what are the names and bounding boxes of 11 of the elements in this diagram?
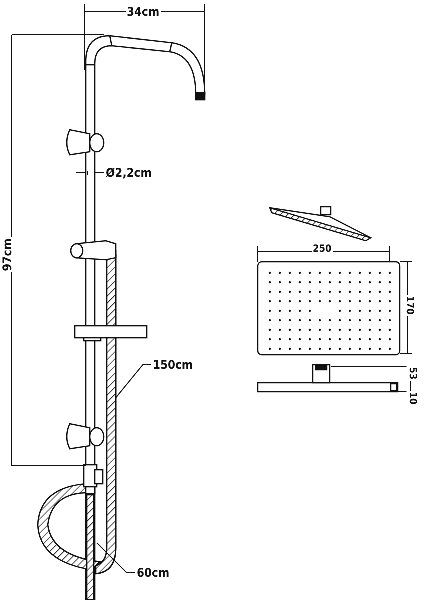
- measurement-label: 60cm: [136, 566, 171, 580]
- dimension-label: 97cm: [0, 238, 14, 272]
- dimension-label: 250: [312, 244, 333, 255]
- leader-line: [116, 364, 152, 398]
- measurement-label: 150cm: [152, 358, 194, 372]
- dimension-label: 53: [406, 366, 418, 381]
- dimension-label: 10: [406, 391, 418, 406]
- dimension-label: 170: [404, 295, 415, 316]
- dimension-label: Ø2,2cm: [105, 166, 153, 180]
- leader-line: [96, 542, 136, 574]
- dimension-label: 34cm: [126, 5, 161, 19]
